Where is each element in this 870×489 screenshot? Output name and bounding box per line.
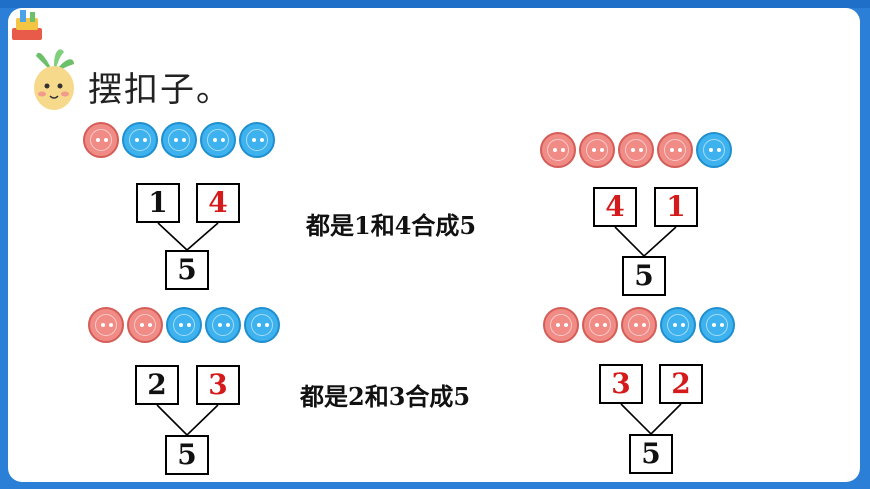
stationery-icon xyxy=(12,10,42,40)
total-box: 5 xyxy=(629,434,673,474)
statement-1: 都是1和4合成5 xyxy=(306,211,477,240)
total-box: 5 xyxy=(165,250,209,290)
total-box: 5 xyxy=(165,435,209,475)
part-box-left: 1 xyxy=(136,183,180,223)
blue-button xyxy=(696,132,732,168)
button-row-g4 xyxy=(543,305,743,347)
total-box: 5 xyxy=(622,256,666,296)
part-box-right: 3 xyxy=(196,365,240,405)
blue-button xyxy=(244,307,280,343)
statement-2: 都是2和3合成5 xyxy=(300,382,471,411)
red-button xyxy=(618,132,654,168)
blue-button xyxy=(239,122,275,158)
blue-button xyxy=(699,307,735,343)
red-button xyxy=(83,122,119,158)
part-box-left: 3 xyxy=(599,364,643,404)
page-title: 摆扣子。 xyxy=(88,70,232,110)
red-button xyxy=(579,132,615,168)
red-button xyxy=(657,132,693,168)
part-box-right: 2 xyxy=(659,364,703,404)
blue-button xyxy=(166,307,202,343)
blue-button xyxy=(122,122,158,158)
radish-mascot-icon xyxy=(34,49,74,110)
part-box-left: 4 xyxy=(593,187,637,227)
button-row-g2 xyxy=(540,130,740,172)
button-row-g3 xyxy=(88,305,288,347)
red-button xyxy=(540,132,576,168)
blue-button xyxy=(205,307,241,343)
part-box-left: 2 xyxy=(135,365,179,405)
red-button xyxy=(543,307,579,343)
red-button xyxy=(621,307,657,343)
red-button xyxy=(88,307,124,343)
blue-button xyxy=(660,307,696,343)
button-row-g1 xyxy=(83,120,283,162)
blue-button xyxy=(161,122,197,158)
red-button xyxy=(582,307,618,343)
part-box-right: 1 xyxy=(654,187,698,227)
blue-button xyxy=(200,122,236,158)
top-bar xyxy=(0,0,870,8)
part-box-right: 4 xyxy=(196,183,240,223)
red-button xyxy=(127,307,163,343)
